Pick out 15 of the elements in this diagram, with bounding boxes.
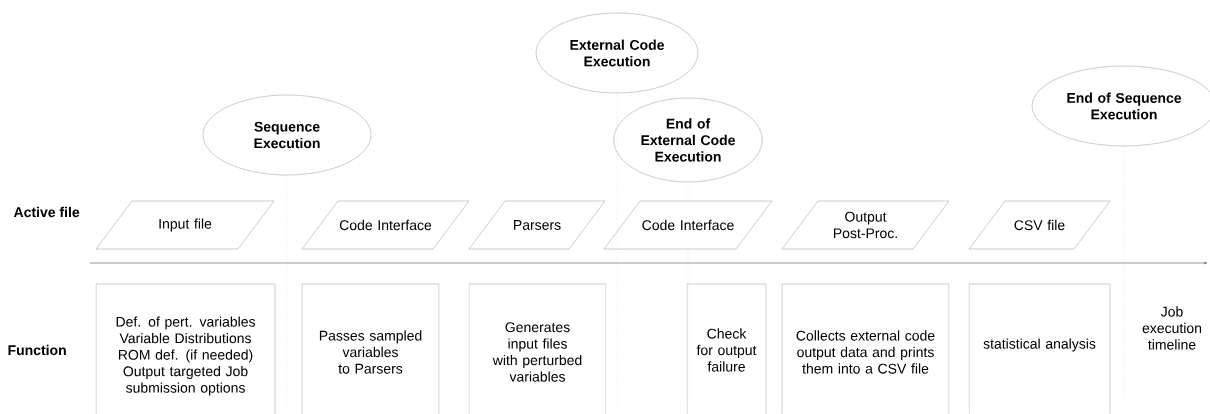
function-box: Generates input files with perturbed variables — [468, 283, 607, 414]
file-parallelogram: Output Post-Proc. — [781, 200, 950, 250]
function-box: Collects external code output data and prints them into a CSV file — [781, 283, 950, 414]
file-parallelogram: CSV file — [968, 200, 1111, 250]
row-label: Active file — [13, 206, 80, 218]
file-parallelogram: Parsers — [468, 200, 606, 250]
file-parallelogram: Code Interface — [301, 200, 470, 250]
function-box: Check for output failure — [686, 283, 767, 414]
axis-label: Job execution timeline — [1142, 306, 1202, 350]
function-box: Passes sampled variables to Parsers — [301, 283, 440, 414]
row-label: Function — [8, 344, 66, 356]
file-parallelogram: Code Interface — [603, 200, 773, 250]
function-box: statistical analysis — [968, 283, 1111, 414]
file-parallelogram: Input file — [95, 200, 275, 250]
function-box: Def. of pert. variables Variable Distributions ROM def. (if needed) Output targeted Job submission options — [95, 283, 276, 414]
